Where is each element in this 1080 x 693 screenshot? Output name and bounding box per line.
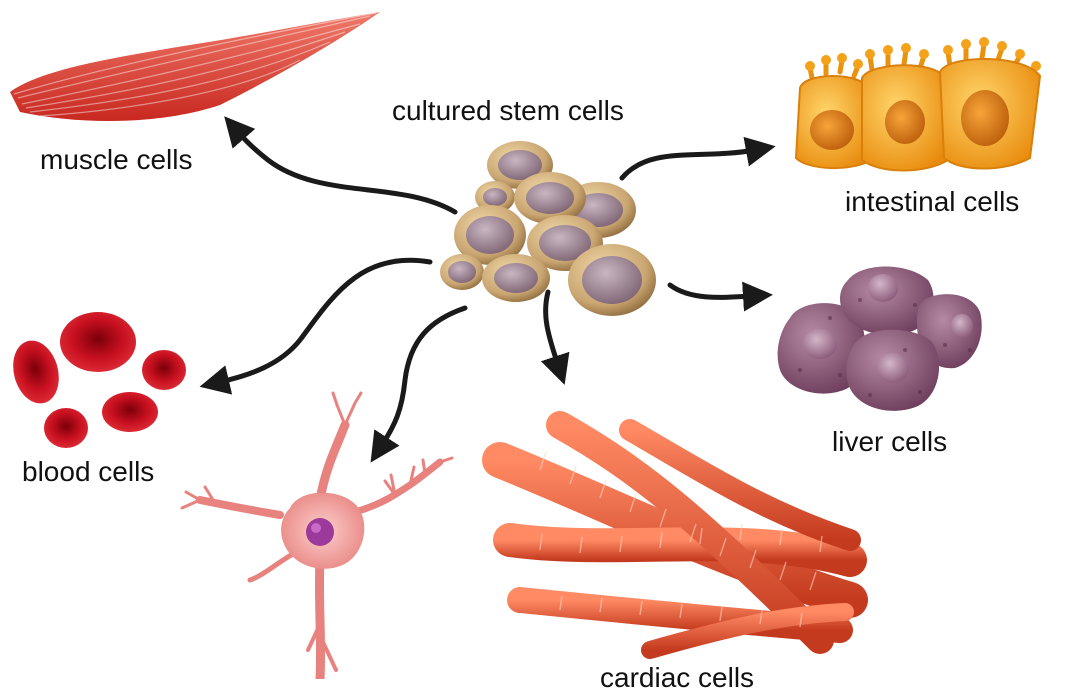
cardiac-cells-label: cardiac cells (600, 662, 755, 693)
blood-cells-illustration (13, 312, 186, 448)
arrow-to-liver (667, 281, 773, 312)
liver-cells-label: liver cells (832, 426, 948, 457)
neuron-illustration (180, 391, 454, 679)
stem-cells-cluster-illustration (440, 141, 656, 316)
liver-cells-illustration (777, 266, 982, 411)
arrow-to-cardiac (540, 289, 570, 385)
arrow-to-muscle (224, 116, 458, 215)
blood-cells-label: blood cells (22, 456, 155, 487)
cardiac-cells-illustration (482, 411, 868, 659)
stem-cell-diagram (10, 12, 1042, 679)
arrow-to-intestinal (619, 136, 776, 181)
arrow-to-neuron (370, 305, 468, 463)
intestinal-cells-illustration (794, 37, 1042, 172)
cultured-stem-cells-label: cultured stem cells (392, 95, 624, 126)
intestinal-cells-label: intestinal cells (845, 186, 1020, 217)
muscle-cells-label: muscle cells (40, 144, 193, 175)
arrows (199, 116, 776, 463)
muscle-cell-illustration (10, 12, 380, 122)
arrow-to-blood (199, 257, 433, 395)
